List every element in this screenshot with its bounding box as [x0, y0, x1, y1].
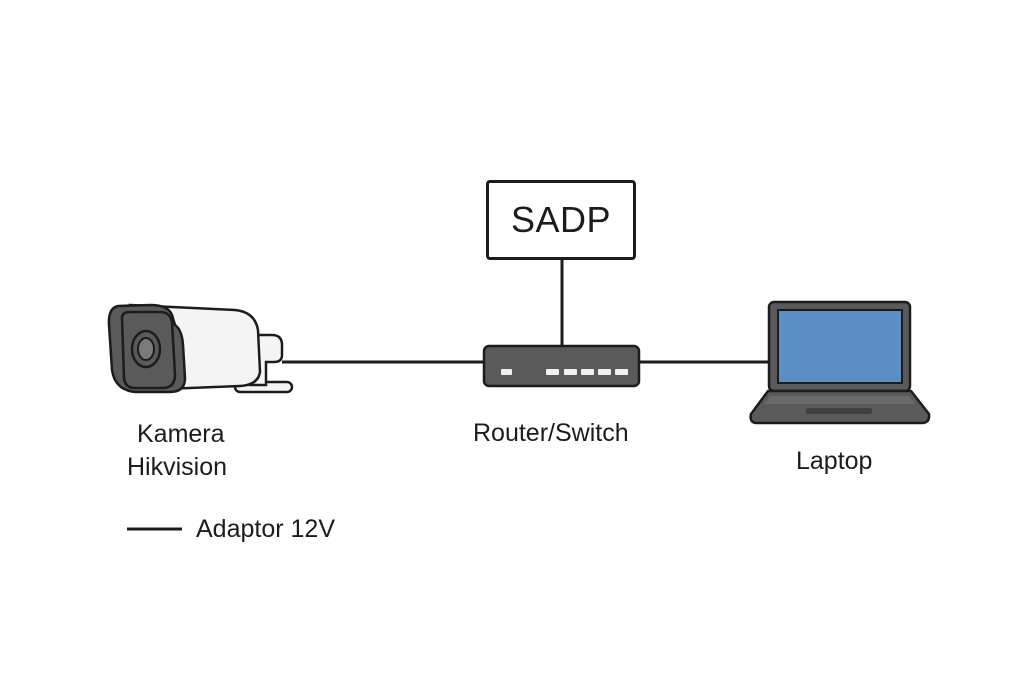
cctv-camera-icon — [107, 303, 294, 394]
router-port — [564, 369, 577, 375]
router-label: Router/Switch — [473, 419, 629, 447]
router-led — [501, 369, 512, 375]
camera-label-line1: Kamera — [137, 420, 225, 448]
legend-label: Adaptor 12V — [196, 515, 335, 543]
laptop-label: Laptop — [796, 447, 873, 475]
laptop-screen — [777, 309, 903, 384]
router-switch-icon — [482, 344, 641, 388]
router-port — [615, 369, 628, 375]
laptop-icon — [749, 300, 931, 425]
laptop-trackpad — [806, 408, 872, 414]
router-port — [598, 369, 611, 375]
sadp-label: SADP — [510, 199, 612, 240]
camera-label-line2: Hikvision — [127, 453, 228, 481]
router-port — [581, 369, 594, 375]
router-port — [546, 369, 559, 375]
sadp-box: SADP — [486, 180, 636, 260]
